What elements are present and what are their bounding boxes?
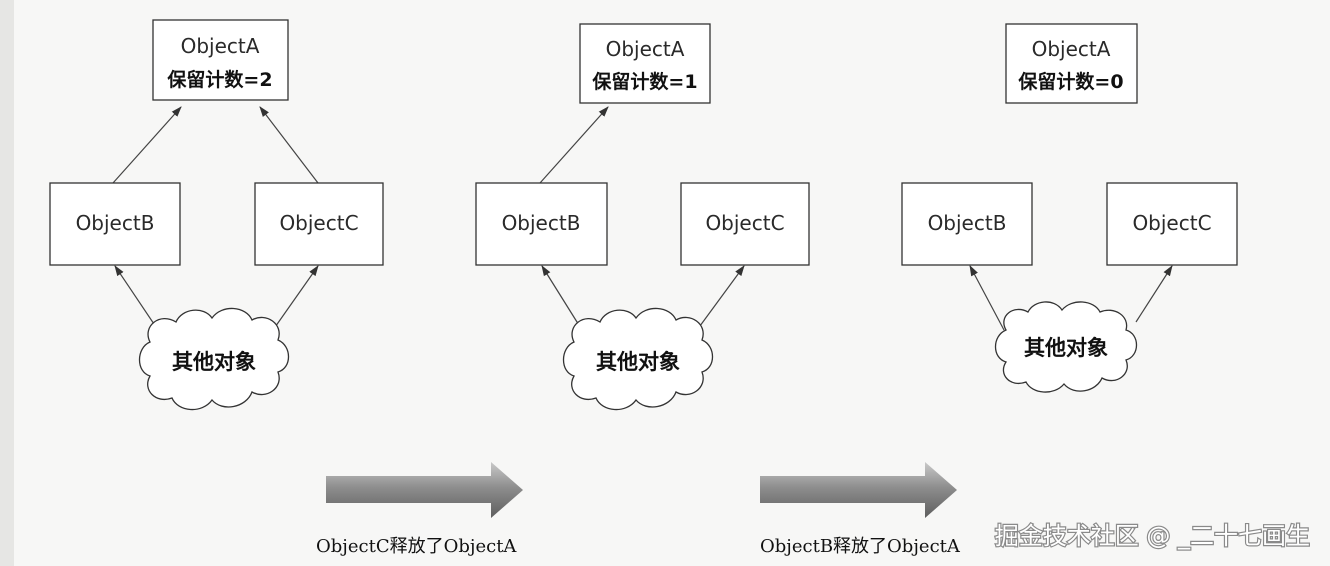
object-c-box: ObjectC xyxy=(254,182,384,266)
ref-b-to-a-arrow xyxy=(112,106,182,184)
transition-2: ObjectB释放了ObjectA xyxy=(760,462,961,557)
panel-2: ObjectA 保留计数=1 ObjectB ObjectC 其他对象 xyxy=(475,23,810,411)
ref-b-to-a-arrow xyxy=(539,106,609,184)
object-b-box: ObjectB xyxy=(475,182,608,266)
retain-count-label: 保留计数=0 xyxy=(1017,70,1123,93)
other-objects-cloud: 其他对象 xyxy=(138,307,290,411)
object-a-box: ObjectA 保留计数=2 xyxy=(152,19,289,101)
panel-3: ObjectA 保留计数=0 ObjectB ObjectC 其他对象 xyxy=(901,23,1238,393)
object-b-box: ObjectB xyxy=(49,182,181,266)
transition-arrow-icon xyxy=(326,462,523,518)
object-c-label: ObjectC xyxy=(705,211,784,235)
object-c-label: ObjectC xyxy=(1132,211,1211,235)
ref-others-to-c-arrow xyxy=(696,265,745,331)
transition-caption: ObjectC释放了ObjectA xyxy=(316,536,517,557)
other-objects-cloud: 其他对象 xyxy=(562,307,714,411)
other-objects-label: 其他对象 xyxy=(172,349,256,374)
other-objects-label: 其他对象 xyxy=(1024,335,1108,360)
transition-caption: ObjectB释放了ObjectA xyxy=(760,536,961,557)
ref-c-to-a-arrow xyxy=(259,106,319,184)
ref-others-to-b-arrow xyxy=(541,265,583,331)
object-a-box: ObjectA 保留计数=1 xyxy=(579,23,711,104)
ref-others-to-b-arrow xyxy=(969,265,1005,331)
object-b-box: ObjectB xyxy=(901,182,1033,266)
object-b-label: ObjectB xyxy=(76,211,155,235)
panel-1: ObjectA 保留计数=2 ObjectB ObjectC 其他对象 xyxy=(49,19,384,411)
ref-others-to-c-arrow xyxy=(272,265,319,331)
retain-count-label: 保留计数=1 xyxy=(591,70,697,93)
watermark-text: 掘金技术社区 @ _二十七画生 xyxy=(995,522,1310,550)
object-b-label: ObjectB xyxy=(502,211,581,235)
transition-arrow-icon xyxy=(760,462,957,518)
object-c-box: ObjectC xyxy=(1106,182,1238,266)
object-a-box: ObjectA 保留计数=0 xyxy=(1005,23,1138,104)
object-a-label: ObjectA xyxy=(606,37,685,61)
object-b-label: ObjectB xyxy=(928,211,1007,235)
object-c-label: ObjectC xyxy=(279,211,358,235)
other-objects-cloud: 其他对象 xyxy=(994,301,1138,393)
other-objects-label: 其他对象 xyxy=(596,349,680,374)
ref-others-to-b-arrow xyxy=(114,265,159,331)
object-c-box: ObjectC xyxy=(680,182,810,266)
object-a-label: ObjectA xyxy=(181,34,260,58)
retain-count-label: 保留计数=2 xyxy=(166,68,272,91)
page-edge-shadow xyxy=(0,0,14,566)
object-a-label: ObjectA xyxy=(1032,37,1111,61)
ref-others-to-c-arrow xyxy=(1135,265,1173,323)
transition-1: ObjectC释放了ObjectA xyxy=(316,462,523,557)
